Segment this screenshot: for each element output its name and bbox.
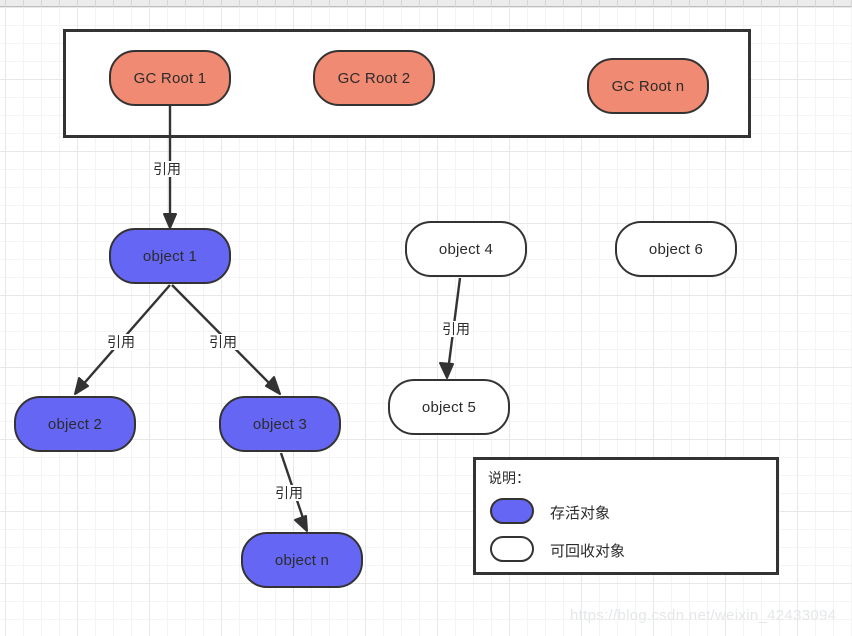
edge-object3-objectn-label: 引用 [274, 485, 304, 501]
node-object-1[interactable]: object 1 [109, 228, 231, 284]
edge-object4-object5-label: 引用 [441, 321, 471, 337]
ruler-tick [671, 0, 672, 7]
ruler-tick [599, 0, 600, 7]
ruler-tick [545, 0, 546, 7]
edge-gcroot1-object1-label: 引用 [152, 161, 182, 177]
node-label: GC Root 2 [337, 69, 411, 87]
legend-title: 说明： [488, 470, 530, 486]
legend-swatch-dead [490, 536, 534, 562]
edge-object1-object3-label: 引用 [208, 334, 238, 350]
node-gc-root-n[interactable]: GC Root n [587, 58, 709, 114]
ruler-tick [419, 0, 420, 7]
edge-object4-object5-arrowhead [439, 362, 454, 379]
node-label: GC Root n [611, 77, 685, 95]
ruler-tick [527, 0, 528, 7]
node-label: object 3 [252, 415, 308, 433]
edge-object3-objectn-arrowhead [294, 515, 308, 532]
ruler-tick [239, 0, 240, 7]
ruler-tick [77, 0, 78, 7]
ruler-tick [221, 0, 222, 7]
ruler-tick [815, 0, 816, 7]
edge-object1-object3-arrowhead [265, 376, 281, 395]
ruler-tick [311, 0, 312, 7]
ruler-tick [725, 0, 726, 7]
node-label: object 4 [438, 240, 494, 258]
ruler-tick [581, 0, 582, 7]
ruler-tick [509, 0, 510, 7]
ruler-tick [653, 0, 654, 7]
ruler-tick [5, 0, 6, 7]
node-label: object n [274, 551, 330, 569]
ruler-tick [491, 0, 492, 7]
ruler-tick [743, 0, 744, 7]
ruler-tick [761, 0, 762, 7]
edge-object1-object2-arrowhead [74, 377, 89, 395]
ruler-tick [347, 0, 348, 7]
ruler-top [0, 0, 852, 7]
node-object-2[interactable]: object 2 [14, 396, 136, 452]
node-object-3[interactable]: object 3 [219, 396, 341, 452]
ruler-tick [95, 0, 96, 7]
ruler-tick [131, 0, 132, 7]
ruler-tick [383, 0, 384, 7]
ruler-tick [797, 0, 798, 7]
legend-box: 说明： 存活对象 可回收对象 [473, 457, 779, 575]
ruler-tick [275, 0, 276, 7]
ruler-tick [473, 0, 474, 7]
node-object-5[interactable]: object 5 [388, 379, 510, 435]
node-object-6[interactable]: object 6 [615, 221, 737, 277]
ruler-tick [401, 0, 402, 7]
ruler-tick [707, 0, 708, 7]
node-label: object 6 [648, 240, 704, 258]
ruler-tick [257, 0, 258, 7]
edge-gcroot1-object1-arrowhead [163, 213, 177, 229]
ruler-tick [59, 0, 60, 7]
ruler-tick [635, 0, 636, 7]
node-gc-root-2[interactable]: GC Root 2 [313, 50, 435, 106]
node-label: object 2 [47, 415, 103, 433]
ruler-tick [437, 0, 438, 7]
ruler-tick [203, 0, 204, 7]
ruler-tick [41, 0, 42, 7]
node-label: GC Root 1 [133, 69, 207, 87]
ruler-tick [833, 0, 834, 7]
ruler-tick [779, 0, 780, 7]
legend-label-live: 存活对象 [550, 505, 611, 522]
ruler-tick [329, 0, 330, 7]
watermark: https://blog.csdn.net/weixin_42433094 [570, 607, 837, 624]
node-object-4[interactable]: object 4 [405, 221, 527, 277]
node-label: object 1 [142, 247, 198, 265]
ruler-tick [23, 0, 24, 7]
ruler-tick [167, 0, 168, 7]
ruler-tick [365, 0, 366, 7]
ruler-tick [185, 0, 186, 7]
legend-swatch-live [490, 498, 534, 524]
ruler-tick [689, 0, 690, 7]
legend-label-dead: 可回收对象 [550, 543, 626, 560]
node-label: object 5 [421, 398, 477, 416]
ruler-tick [113, 0, 114, 7]
ruler-tick [293, 0, 294, 7]
ruler-tick [455, 0, 456, 7]
edge-object1-object2-label: 引用 [106, 334, 136, 350]
node-object-n[interactable]: object n [241, 532, 363, 588]
ruler-tick [149, 0, 150, 7]
ruler-tick [563, 0, 564, 7]
ruler-tick [617, 0, 618, 7]
node-gc-root-1[interactable]: GC Root 1 [109, 50, 231, 106]
